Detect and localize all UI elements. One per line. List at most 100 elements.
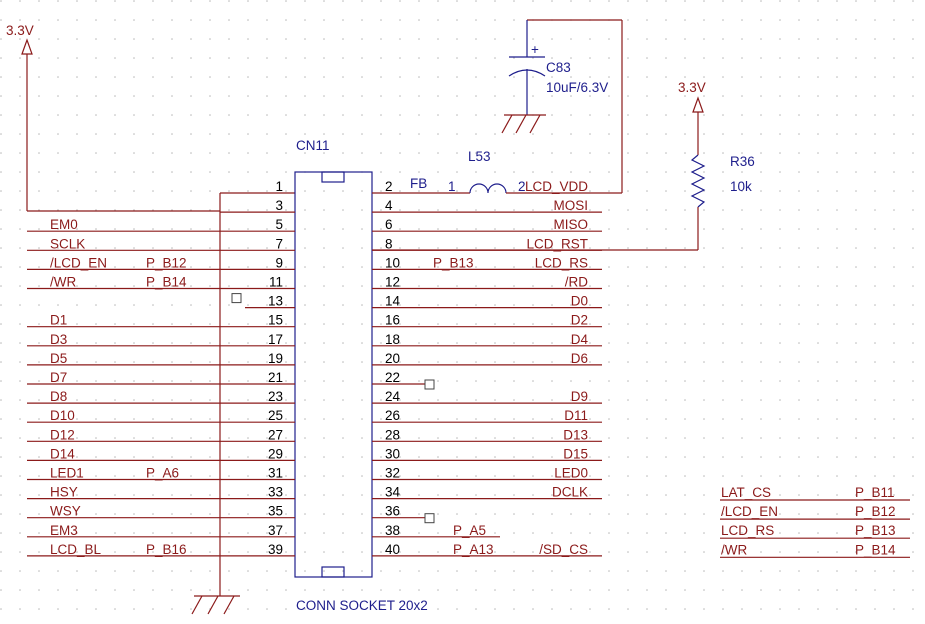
pin-number: 40 [385,542,400,557]
pin-table-row: /WR P_B14 [720,542,910,558]
pin-number: 39 [268,542,283,557]
pin-number: 20 [385,351,400,366]
pin-table-port: P_B14 [855,542,896,557]
pin-number: 26 [385,408,400,423]
net-label: MOSI [553,198,588,213]
pin-table-signal: LAT_CS [721,485,771,500]
pin-table-signal: /LCD_EN [721,504,778,519]
left-pin: 7 SCLK [27,236,295,251]
pin-number: 12 [385,275,400,290]
pin-number: 9 [275,255,283,270]
left-pin: 5 EM0 [27,217,295,232]
net-label: LCD_VDD [525,179,588,194]
net-label: D13 [563,427,588,442]
pin-number: 1 [275,179,283,194]
capacitor-ref: C83 [546,60,571,75]
right-pin: 22 [372,370,435,390]
pin-number: 34 [385,485,401,500]
right-pin: 24 D9 [372,389,602,404]
pin-number: 16 [385,313,400,328]
pin-number: 28 [385,427,400,442]
pin-number: 5 [275,217,283,232]
right-pin: 38 P_A5 [372,523,500,538]
pin-number: 7 [275,236,283,251]
net-label: D2 [571,313,588,328]
pin-table-row: LCD_RS P_B13 [720,523,910,539]
net-label: MISO [553,217,588,232]
pin-number: 4 [385,198,393,213]
right-pin: 4 MOSI [372,198,602,213]
port-label: P_A5 [453,523,486,538]
capacitor-c83: + C83 10uF/6.3V [501,19,623,193]
pin-table-port: P_B12 [855,504,896,519]
pin-table-port: P_B13 [855,523,896,538]
right-pin: 32 LED0 [372,466,602,481]
net-label: LED1 [50,466,84,481]
net-label: D3 [50,332,67,347]
pin-number: 33 [268,485,283,500]
connector-value: CONN SOCKET 20x2 [296,598,428,613]
pin-number: 38 [385,523,400,538]
resistor-value: 10k [730,179,752,194]
pin-number: 22 [385,370,400,385]
inductor-l53: L53 FB 1 2 [372,149,622,194]
pin-number: 14 [385,294,401,309]
net-label: /WR [50,275,76,290]
pin-number: 8 [385,236,393,251]
net-label: /LCD_EN [50,255,107,270]
right-pin: 26 D11 [372,408,602,423]
resistor-r36: 3.3V R36 10k [372,80,755,251]
net-label: D6 [571,351,588,366]
port-label: P_A13 [453,542,494,557]
pin-number: 15 [268,313,283,328]
ground-symbol-connector [191,595,240,615]
right-pin: 20 D6 [372,351,602,366]
net-label: EM0 [50,217,78,232]
left-pin: 1 [275,179,283,194]
power-label-right: 3.3V [678,80,706,95]
pin-table-row: LAT_CS P_B11 [720,485,910,501]
port-label: P_B16 [146,542,187,557]
pin-number: 25 [268,408,283,423]
net-label: D7 [50,370,67,385]
capacitor-value: 10uF/6.3V [546,80,608,95]
no-connect-pad [424,379,435,390]
pin-table-signal: LCD_RS [721,523,774,538]
net-label: D9 [571,389,588,404]
net-label: LED0 [554,466,588,481]
port-label: P_A6 [146,466,179,481]
right-pin: 12/RD [372,275,602,290]
net-label: SCLK [50,236,85,251]
net-label: D11 [564,408,588,423]
power-label-left: 3.3V [6,23,34,38]
pin-table-port: P_B11 [855,485,895,500]
pin-number: 24 [385,389,401,404]
inductor-pin1: 1 [448,179,456,194]
right-pin: 36 [372,504,435,524]
pin-number: 32 [385,466,400,481]
resistor-ref: R36 [730,154,755,169]
capacitor-polarity: + [531,42,539,57]
pin-table-signal: /WR [721,542,747,557]
pin-number: 2 [385,179,393,194]
net-label: /RD [565,275,589,290]
connector-cn11: CN11 CONN SOCKET 20x2 [294,138,428,613]
port-label: P_B12 [146,255,187,270]
pin-number: 10 [385,255,400,270]
